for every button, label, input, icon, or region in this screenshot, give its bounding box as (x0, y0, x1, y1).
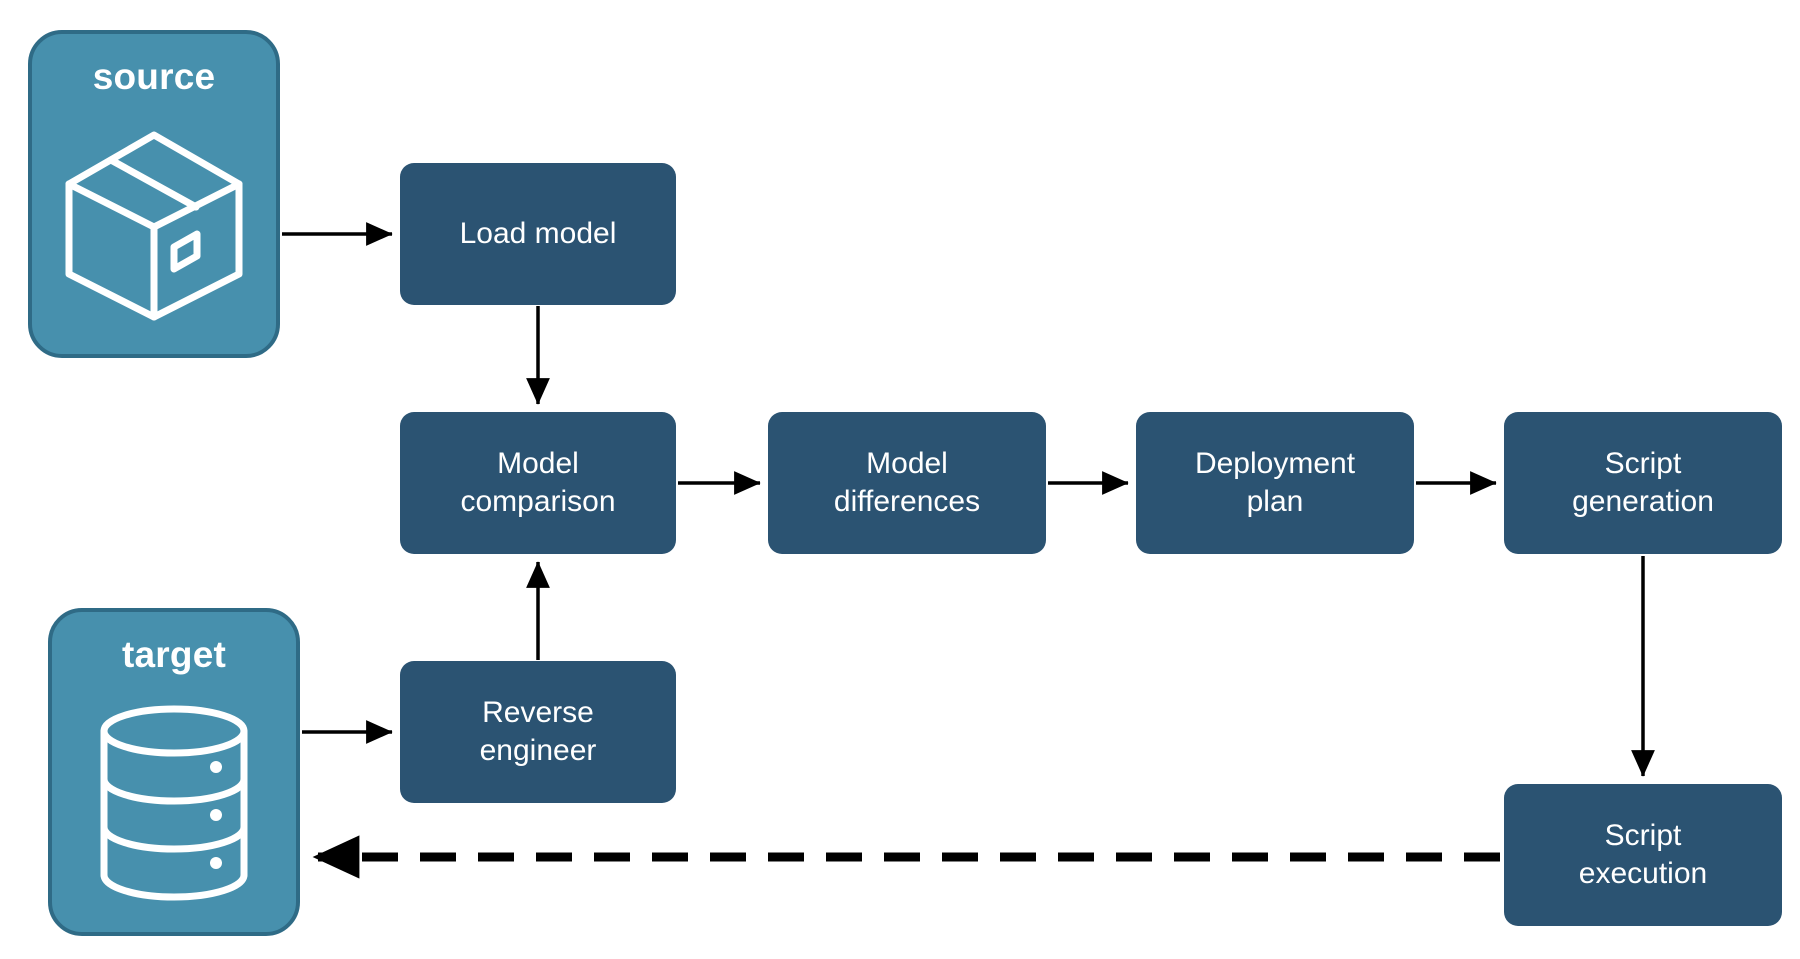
process-model-comparison[interactable]: Model comparison (400, 412, 676, 554)
process-load-model-label: Load model (459, 216, 617, 250)
process-deployment-plan[interactable]: Deployment plan (1136, 412, 1414, 554)
process-reverse-engineer-label: Reverse engineer (479, 695, 597, 767)
process-model-differences-label: Model differences (833, 446, 981, 518)
endpoint-source-label: source (92, 56, 216, 97)
process-deployment-plan-label: Deployment plan (1194, 446, 1356, 518)
endpoint-target-label: target (122, 634, 226, 675)
process-script-generation-label: Script generation (1572, 446, 1714, 518)
process-script-generation[interactable]: Script generation (1504, 412, 1782, 554)
process-model-comparison-label: Model comparison (460, 446, 616, 518)
endpoint-source[interactable]: source (28, 30, 280, 358)
database-cylinder-icon (52, 673, 296, 932)
process-model-differences[interactable]: Model differences (768, 412, 1046, 554)
process-script-execution[interactable]: Script execution (1504, 784, 1782, 926)
process-reverse-engineer[interactable]: Reverse engineer (400, 661, 676, 803)
process-load-model[interactable]: Load model (400, 163, 676, 305)
package-box-icon (32, 95, 276, 354)
process-script-execution-label: Script execution (1578, 818, 1708, 890)
endpoint-target[interactable]: target (48, 608, 300, 936)
